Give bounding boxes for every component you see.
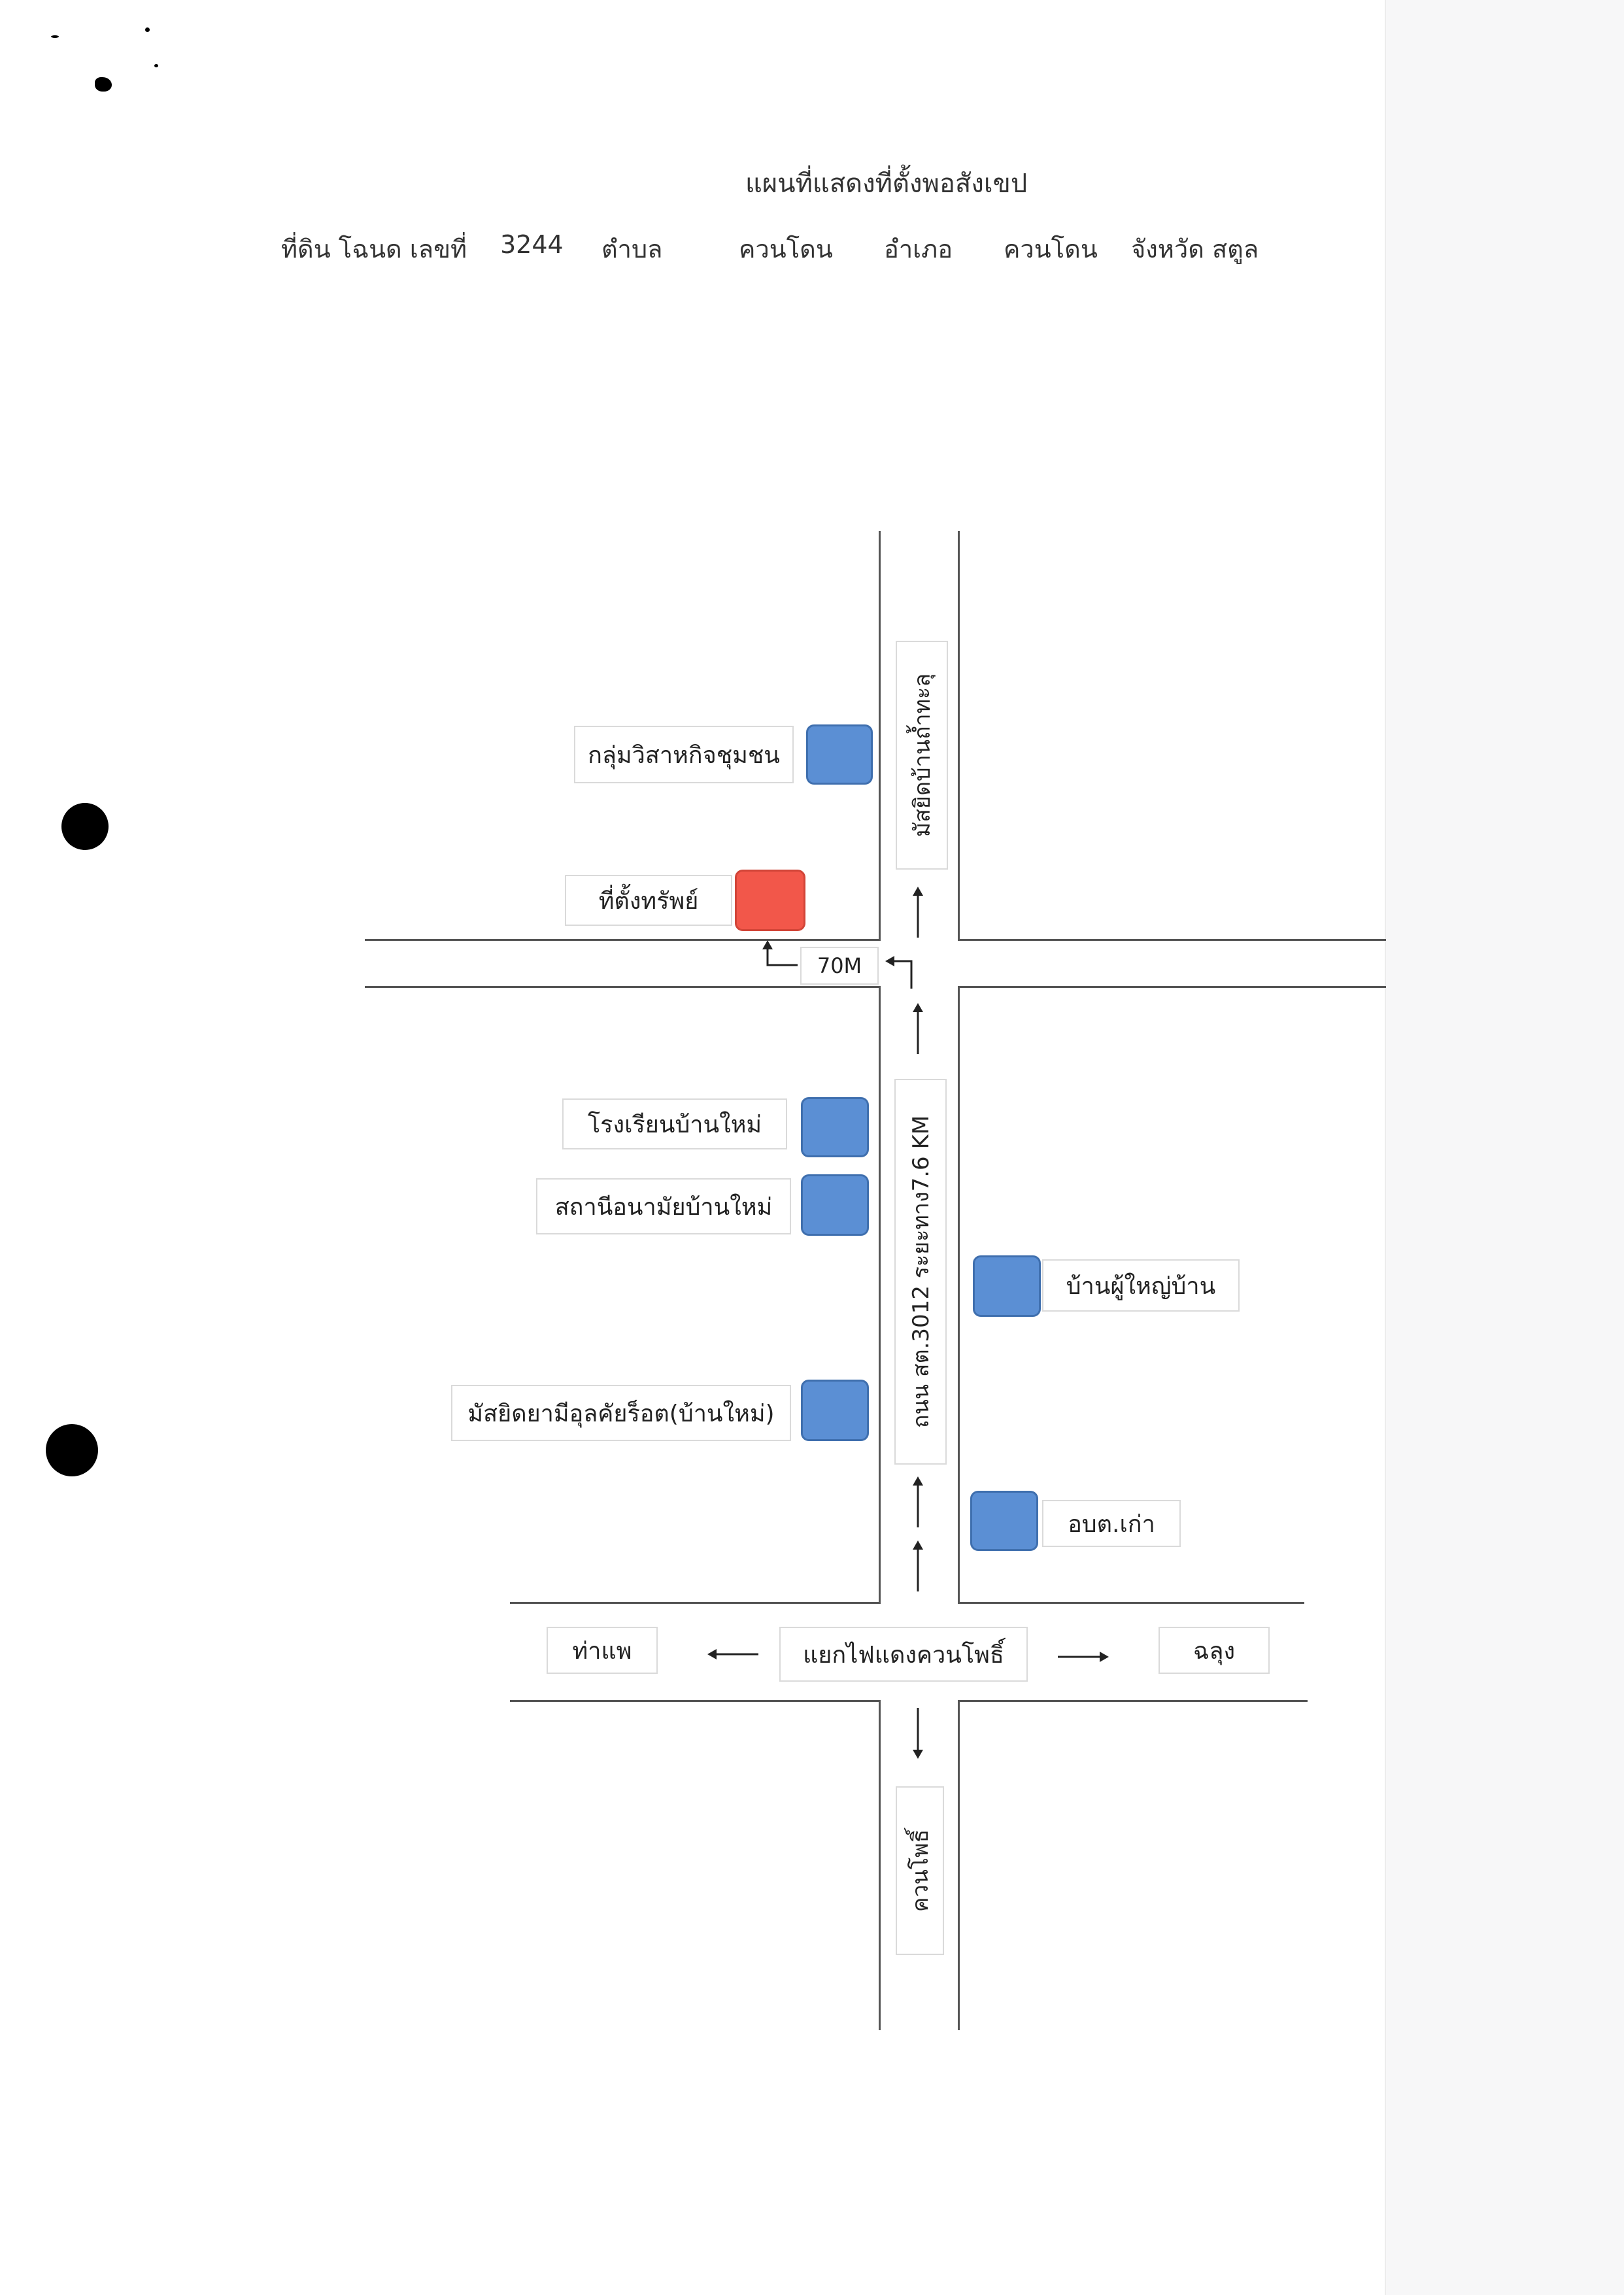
property-marker	[735, 870, 805, 931]
north-road-label: มัสยิดบ้านถ้ำทะลุ	[896, 641, 948, 870]
school-marker	[801, 1097, 869, 1157]
main-road-east-edge-mid	[958, 987, 960, 1603]
tambon-value: ควนโดน	[739, 235, 833, 264]
intersection-label: แยกไฟแดงควนโพธิ์	[779, 1627, 1028, 1682]
distance-label: 70M	[800, 947, 879, 985]
south-road-label: ควนโพธิ์	[896, 1786, 944, 1955]
arrow-up-icon	[910, 1003, 926, 1055]
cross-road-south-edge-east	[958, 1700, 1308, 1702]
tambon-label: ตำบล	[601, 235, 663, 264]
arrow-right-icon	[1057, 1649, 1109, 1665]
main-road-west-edge-north	[879, 531, 881, 939]
side-road-south-edge-west	[365, 986, 881, 988]
main-road-west-edge-south	[879, 1700, 881, 2030]
arrow-to-property-icon	[758, 940, 799, 969]
map-title: แผนที่แสดงที่ตั้งพอสังเขป	[745, 169, 1028, 199]
south-road-text: ควนโพธิ์	[907, 1829, 934, 1912]
east-destination-label: ฉลุง	[1159, 1627, 1270, 1674]
main-road-text: ถนน สต.3012 ระยะทาง7.6 KM	[908, 1115, 934, 1429]
community-group-label: กลุ่มวิสาหกิจชุมชน	[574, 726, 794, 783]
mosque-label: มัสยิดยามีอุลคัยร็อต(บ้านใหม่)	[451, 1385, 791, 1441]
main-road-west-edge-mid	[879, 987, 881, 1603]
cross-road-south-edge-west	[510, 1700, 881, 1702]
ink-dot	[145, 27, 150, 32]
land-deed-label: ที่ดิน โฉนด เลขที่	[281, 235, 467, 264]
cross-road-north-edge-west	[510, 1602, 881, 1604]
arrow-up-icon	[910, 1540, 926, 1593]
ink-spot	[95, 77, 112, 92]
west-destination-label: ท่าแพ	[547, 1627, 658, 1674]
amphoe-value: ควนโดน	[1004, 235, 1098, 264]
mosque-marker	[801, 1380, 869, 1441]
property-label: ที่ตั้งทรัพย์	[565, 875, 732, 926]
arrow-turn-left-icon	[885, 952, 918, 990]
punch-hole-bottom	[46, 1424, 98, 1476]
arrow-down-icon	[910, 1707, 926, 1759]
amphoe-label: อำเภอ	[884, 235, 953, 264]
old-sao-label: อบต.เก่า	[1042, 1500, 1181, 1547]
ink-dot	[51, 35, 59, 38]
health-station-marker	[801, 1174, 869, 1236]
village-head-marker	[973, 1255, 1041, 1317]
north-road-text: มัสยิดบ้านถ้ำทะลุ	[909, 673, 936, 838]
arrow-up-icon	[910, 887, 926, 939]
cross-road-north-edge-east	[958, 1602, 1304, 1604]
school-label: โรงเรียนบ้านใหม่	[562, 1098, 787, 1149]
province-label: จังหวัด สตูล	[1131, 235, 1259, 264]
main-road-east-edge-north	[958, 531, 960, 939]
old-sao-marker	[970, 1491, 1038, 1551]
main-road-label: ถนน สต.3012 ระยะทาง7.6 KM	[894, 1079, 947, 1465]
health-station-label: สถานีอนามัยบ้านใหม่	[536, 1178, 791, 1234]
side-road-south-edge-east	[958, 986, 1386, 988]
village-head-label: บ้านผู้ใหญ่บ้าน	[1042, 1259, 1240, 1312]
arrow-up-icon	[910, 1476, 926, 1529]
main-road-east-edge-south	[958, 1700, 960, 2030]
side-road-north-edge-east	[958, 939, 1386, 941]
ink-dot	[154, 64, 158, 67]
punch-hole-top	[61, 803, 109, 850]
side-road-north-edge-west	[365, 939, 881, 941]
page-edge	[1385, 0, 1624, 2295]
arrow-left-icon	[707, 1646, 760, 1662]
deed-number: 3244	[500, 230, 564, 259]
community-group-marker	[806, 724, 873, 785]
